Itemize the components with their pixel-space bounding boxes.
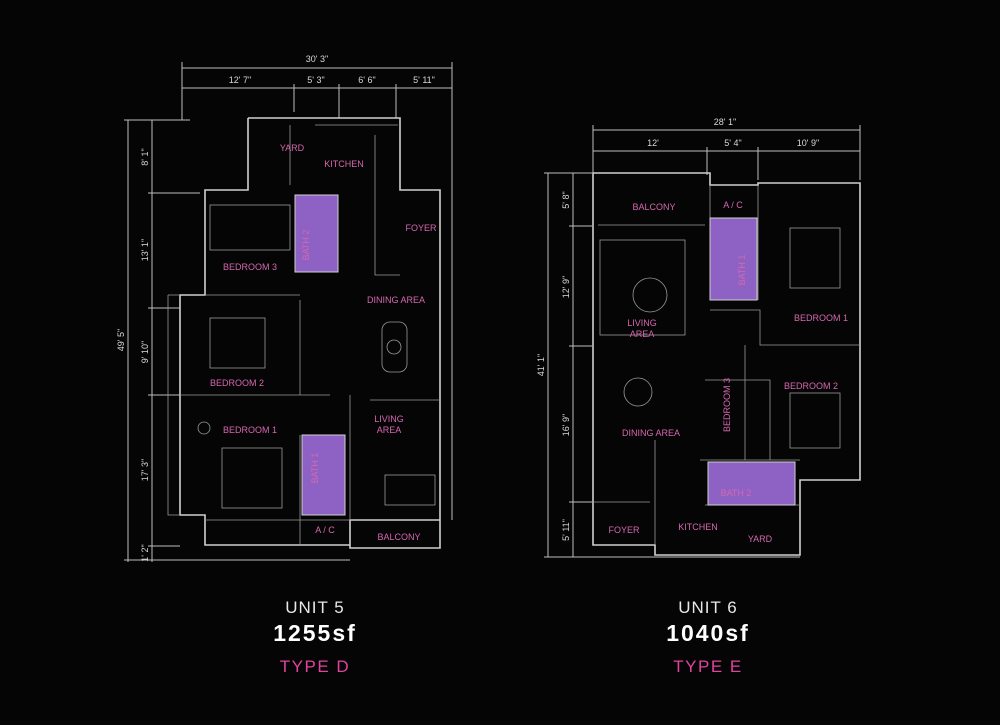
room-label-ac: A / C <box>315 525 335 535</box>
dim: 12' 7" <box>229 75 251 85</box>
unit-5-walls <box>167 117 441 549</box>
dim: 12' 9" <box>561 276 571 298</box>
unit-5-title: UNIT 5 <box>285 598 345 617</box>
unit-6-caption: UNIT 6 1040sf TYPE E <box>608 598 808 677</box>
room-label-living: LIVING <box>374 414 404 424</box>
room-label-foyer: FOYER <box>405 223 437 233</box>
room-label-living-area: AREA <box>377 425 402 435</box>
unit-6-bath-2-fill <box>707 461 796 506</box>
room-label-bath-2: BATH 2 <box>721 488 752 498</box>
room-label-foyer: FOYER <box>608 525 640 535</box>
unit-6-total-depth: 41' 1" <box>536 354 546 376</box>
unit-5-left-dimensions: 49' 5" 8' 1" 13' 1" 9' 10" 17' 3" 1' 2" <box>116 119 350 562</box>
room-label-bath-2: BATH 2 <box>301 230 311 261</box>
room-label-living: LIVING <box>627 318 657 328</box>
dim: 5' 11" <box>561 519 571 541</box>
unit-5-bath-2-fill <box>294 194 339 273</box>
unit-6-title: UNIT 6 <box>678 598 738 617</box>
room-label-bath-1: BATH 1 <box>310 453 320 484</box>
room-label-balcony: BALCONY <box>377 532 420 542</box>
unit-6-bath-1-fill <box>709 217 758 301</box>
room-label-bedroom-1: BEDROOM 1 <box>223 425 277 435</box>
dim: 5' 4" <box>724 138 741 148</box>
unit-5-type: TYPE D <box>279 657 351 676</box>
room-label-bedroom-3: BEDROOM 3 <box>223 262 277 272</box>
dim: 10' 9" <box>797 138 819 148</box>
dim: 5' 3" <box>307 75 324 85</box>
dim: 6' 6" <box>358 75 375 85</box>
unit-5-caption: UNIT 5 1255sf TYPE D <box>215 598 415 677</box>
room-label-bath-1: BATH 1 <box>737 255 747 286</box>
dim: 16' 9" <box>561 414 571 436</box>
room-label-yard: YARD <box>280 143 305 153</box>
room-label-kitchen: KITCHEN <box>324 159 364 169</box>
dim: 1' 2" <box>140 544 150 561</box>
unit-5-top-dimensions: 30' 3" 12' 7" 5' 3" 6' 6" 5' 11" <box>181 54 453 520</box>
unit-5-plan: 30' 3" 12' 7" 5' 3" 6' 6" 5' 11" 49' 5" … <box>116 54 453 562</box>
room-label-dining-area: DINING AREA <box>367 295 425 305</box>
dim: 5' 11" <box>413 75 435 85</box>
room-label-bedroom-3: BEDROOM 3 <box>722 378 732 432</box>
unit-6-plan: 28' 1" 12' 5' 4" 10' 9" 41' 1" 5' 8" 12'… <box>536 117 861 558</box>
unit-5-total-width: 30' 3" <box>306 54 328 64</box>
room-label-bedroom-1: BEDROOM 1 <box>794 313 848 323</box>
room-label-balcony: BALCONY <box>632 202 675 212</box>
dim: 8' 1" <box>140 148 150 165</box>
room-label-bedroom-2: BEDROOM 2 <box>210 378 264 388</box>
room-label-kitchen: KITCHEN <box>678 522 718 532</box>
room-label-bedroom-2: BEDROOM 2 <box>784 381 838 391</box>
room-label-living-area: AREA <box>630 329 655 339</box>
unit-6-top-dimensions: 28' 1" 12' 5' 4" 10' 9" <box>592 117 861 180</box>
room-label-yard: YARD <box>748 534 773 544</box>
dim: 17' 3" <box>140 459 150 481</box>
unit-6-type: TYPE E <box>673 657 743 676</box>
unit-5-total-depth: 49' 5" <box>116 329 126 351</box>
unit-6-area: 1040sf <box>666 620 750 646</box>
room-label-ac: A / C <box>723 200 743 210</box>
unit-5-area: 1255sf <box>273 620 357 646</box>
unit-6-left-dimensions: 41' 1" 5' 8" 12' 9" 16' 9" 5' 11" <box>536 172 800 558</box>
dim: 12' <box>647 138 659 148</box>
room-label-dining-area: DINING AREA <box>622 428 680 438</box>
dim: 13' 1" <box>140 239 150 261</box>
dim: 9' 10" <box>140 341 150 363</box>
unit-6-total-width: 28' 1" <box>714 117 736 127</box>
dim: 5' 8" <box>561 191 571 208</box>
unit-5-bath-1-fill <box>301 434 346 516</box>
unit-6-walls <box>592 172 861 556</box>
